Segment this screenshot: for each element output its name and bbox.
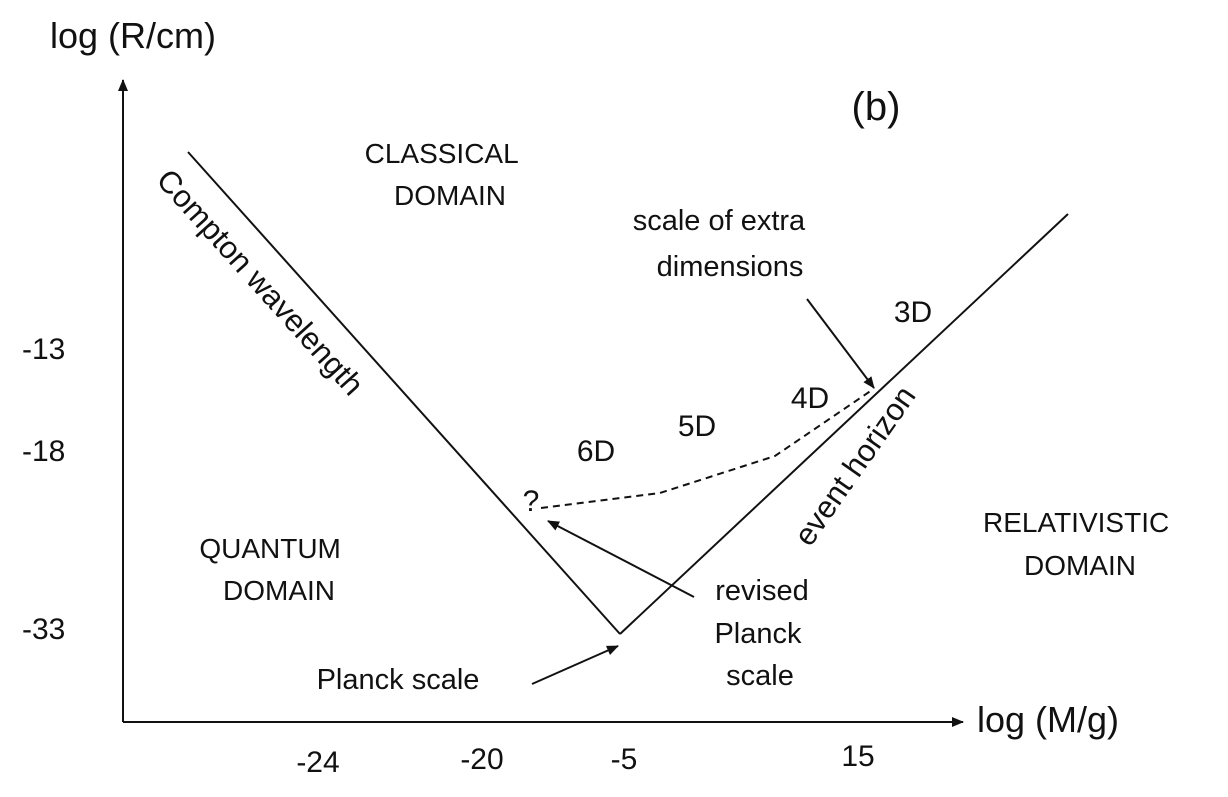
extra-dimensions-curve — [540, 389, 873, 509]
compton-wavelength-label: Compton wavelength — [150, 162, 371, 402]
planck-scale-arrow — [531, 645, 619, 685]
panel-label: (b) — [852, 85, 901, 129]
y-axis-title: log (R/cm) — [50, 15, 216, 56]
dimension-label-5d: 5D — [678, 410, 716, 443]
dimension-label-4d: 4D — [791, 382, 829, 415]
event-horizon-line — [619, 213, 1069, 635]
x-tick-label: -5 — [611, 743, 638, 776]
dimension-label-6d: 6D — [577, 435, 615, 468]
question-mark: ? — [523, 485, 540, 518]
dimension-label-3d: 3D — [894, 296, 932, 329]
y-tick-label: -33 — [22, 613, 65, 646]
quantum-domain-label: QUANTUM DOMAIN — [199, 533, 348, 606]
extra-dimensions-label: scale of extra dimensions — [633, 205, 814, 283]
relativistic-domain-label: RELATIVISTIC DOMAIN — [983, 507, 1177, 581]
revised-planck-scale-label: revised Planck scale — [714, 575, 816, 692]
compton-line — [187, 151, 621, 635]
y-tick-label: -18 — [22, 435, 65, 468]
extra-dimensions-arrow — [806, 298, 875, 389]
revised-planck-scale-arrow — [547, 520, 695, 598]
x-tick-label: -20 — [460, 743, 503, 776]
y-tick-label: -13 — [22, 333, 65, 366]
x-tick-label: -24 — [296, 746, 339, 779]
x-axis-title: log (M/g) — [977, 699, 1119, 740]
x-tick-label: 15 — [841, 740, 874, 773]
planck-scale-label: Planck scale — [317, 664, 480, 696]
classical-domain-label: CLASSICAL DOMAIN — [365, 138, 526, 211]
